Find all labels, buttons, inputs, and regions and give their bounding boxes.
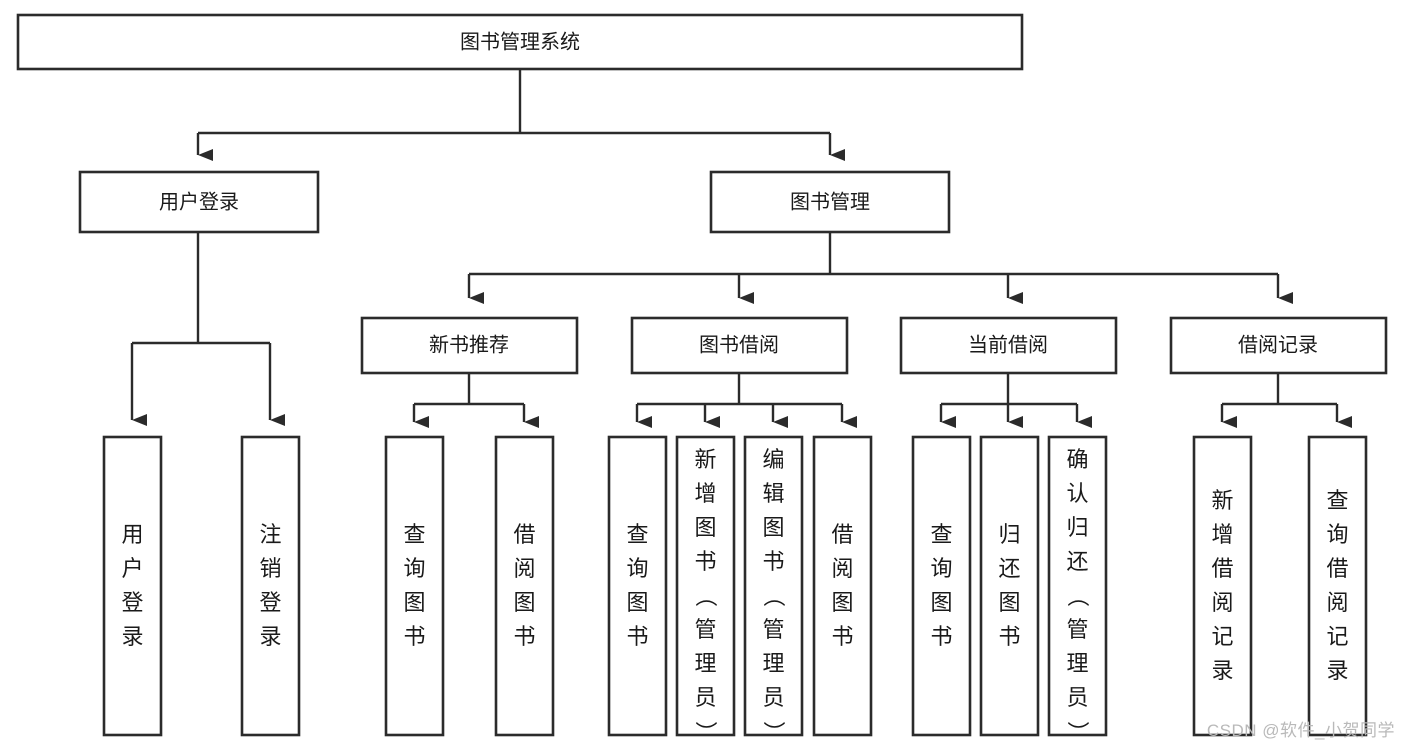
node-leaf-add-record[interactable] xyxy=(1192,435,1253,737)
node-leaf-add-record-box[interactable] xyxy=(1192,435,1253,737)
node-leaf-logout-box[interactable] xyxy=(240,435,301,737)
node-root-box[interactable] xyxy=(16,13,1024,71)
node-leaf-return-book[interactable] xyxy=(979,435,1040,737)
node-leaf-query-record-box[interactable] xyxy=(1307,435,1368,737)
edge-bookborrow-to-leaves xyxy=(635,373,857,428)
node-leaf-edit-book-admin[interactable] xyxy=(743,435,804,737)
watermark-text: CSDN @软件_小贺同学 xyxy=(1206,721,1395,740)
node-leaf-edit-book-admin-box[interactable] xyxy=(743,435,804,737)
node-leaf-query-book-2[interactable] xyxy=(607,435,668,737)
edge-userlogin-to-leaves xyxy=(130,232,285,426)
node-leaf-user-login[interactable] xyxy=(102,435,163,737)
node-user-login-label: 用户登录 xyxy=(159,190,239,213)
node-leaf-borrow-book-1-box[interactable] xyxy=(494,435,555,737)
node-user-login-box[interactable] xyxy=(78,170,320,234)
node-current-borrow[interactable]: 当前借阅 xyxy=(899,316,1118,375)
node-current-borrow-label: 当前借阅 xyxy=(968,333,1048,356)
node-leaf-logout[interactable] xyxy=(240,435,301,737)
node-user-login[interactable]: 用户登录 xyxy=(78,170,320,234)
node-new-book-rec-label: 新书推荐 xyxy=(429,333,509,356)
node-leaf-query-book-1[interactable] xyxy=(384,435,445,737)
node-leaf-borrow-book-2[interactable] xyxy=(812,435,873,737)
edge-newbook-to-leaves xyxy=(412,373,539,428)
node-book-borrow-label: 图书借阅 xyxy=(699,333,779,356)
node-book-borrow-box[interactable] xyxy=(630,316,849,375)
node-book-borrow[interactable]: 图书借阅 xyxy=(630,316,849,375)
node-leaf-add-book-admin[interactable] xyxy=(675,435,736,737)
node-leaf-query-book-2-box[interactable] xyxy=(607,435,668,737)
node-leaf-borrow-book-1[interactable] xyxy=(494,435,555,737)
node-book-mgmt-box[interactable] xyxy=(709,170,951,234)
node-leaf-query-book-3[interactable] xyxy=(911,435,972,737)
node-borrow-record[interactable]: 借阅记录 xyxy=(1169,316,1388,375)
node-leaf-query-record[interactable] xyxy=(1307,435,1368,737)
edge-bookmgmt-to-level2 xyxy=(467,232,1293,304)
node-root[interactable]: 图书管理系统 xyxy=(16,13,1024,71)
node-leaf-user-login-box[interactable] xyxy=(102,435,163,737)
node-leaf-query-book-1-box[interactable] xyxy=(384,435,445,737)
node-book-mgmt-label: 图书管理 xyxy=(790,190,870,213)
node-leaf-borrow-book-2-box[interactable] xyxy=(812,435,873,737)
node-current-borrow-box[interactable] xyxy=(899,316,1118,375)
node-leaf-return-book-box[interactable] xyxy=(979,435,1040,737)
node-new-book-rec[interactable]: 新书推荐 xyxy=(360,316,579,375)
node-leaf-add-book-admin-box[interactable] xyxy=(675,435,736,737)
node-book-mgmt[interactable]: 图书管理 xyxy=(709,170,951,234)
node-borrow-record-box[interactable] xyxy=(1169,316,1388,375)
node-root-label: 图书管理系统 xyxy=(460,30,580,53)
node-new-book-rec-box[interactable] xyxy=(360,316,579,375)
node-borrow-record-label: 借阅记录 xyxy=(1238,333,1318,356)
node-leaf-confirm-return-admin-box[interactable] xyxy=(1047,435,1108,737)
edge-root-to-level1 xyxy=(196,69,845,161)
node-leaf-query-book-3-box[interactable] xyxy=(911,435,972,737)
node-leaf-confirm-return-admin[interactable] xyxy=(1047,435,1108,737)
edge-borrowrecord-to-leaves xyxy=(1220,373,1352,428)
edge-currentborrow-to-leaves xyxy=(939,373,1092,428)
